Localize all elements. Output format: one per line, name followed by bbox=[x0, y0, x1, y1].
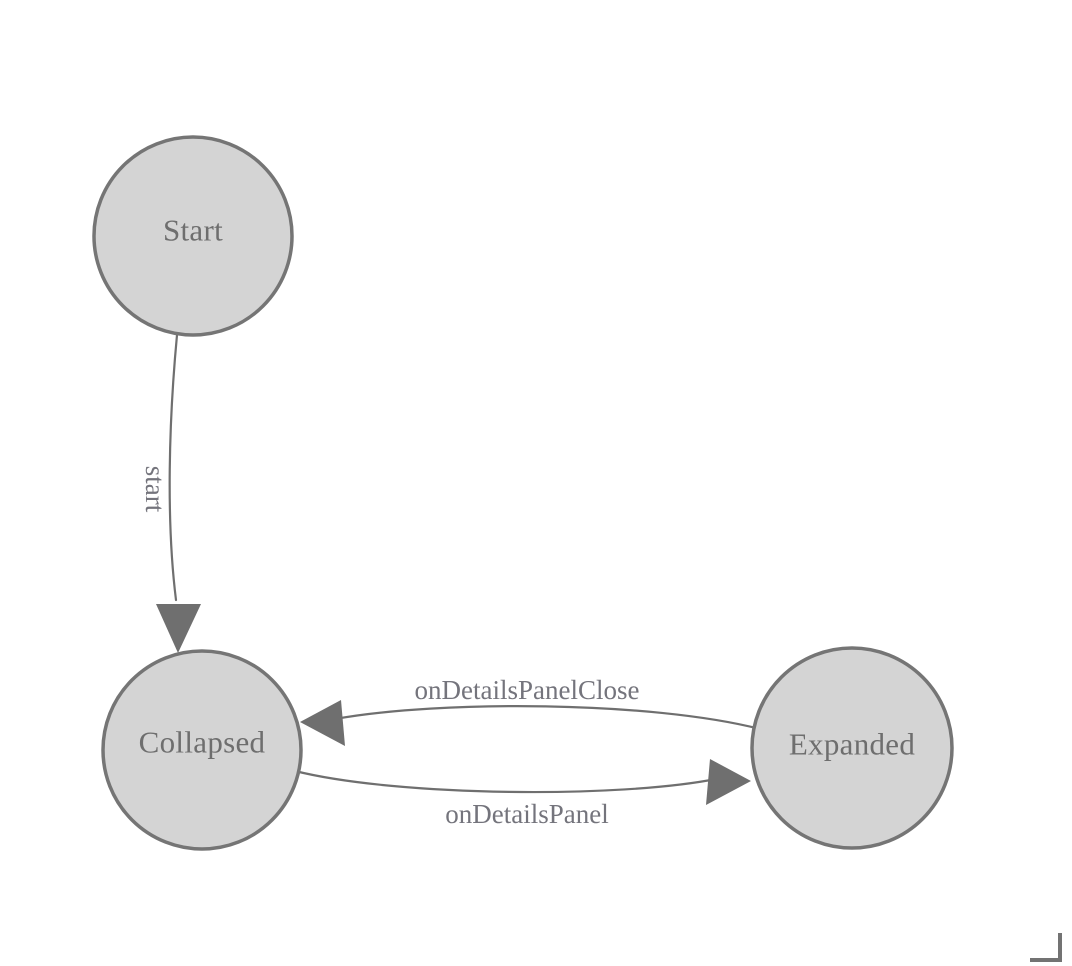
state-node-expanded-circle[interactable] bbox=[750, 646, 954, 850]
state-node-expanded[interactable]: Expanded bbox=[750, 646, 954, 850]
state-node-start[interactable]: Start bbox=[92, 135, 294, 337]
state-node-start-circle[interactable] bbox=[92, 135, 294, 337]
resize-corner-handle[interactable] bbox=[1030, 933, 1062, 962]
edge-collapsed-to-expanded-path bbox=[293, 769, 718, 794]
edge-expanded-to-collapsed-label: onDetailsPanelClose bbox=[415, 675, 640, 705]
edge-start-to-collapsed-label: start bbox=[140, 466, 170, 513]
edge-expanded-to-collapsed: onDetailsPanelClose bbox=[300, 675, 762, 746]
state-node-start-label: Start bbox=[163, 213, 223, 248]
state-node-collapsed-circle[interactable] bbox=[101, 649, 303, 851]
edge-start-to-collapsed-path bbox=[168, 333, 179, 602]
edge-start-to-collapsed: start bbox=[140, 333, 201, 653]
edge-expanded-to-collapsed-path bbox=[333, 705, 762, 731]
edge-expanded-to-collapsed-arrowhead bbox=[300, 700, 345, 746]
state-node-expanded-label: Expanded bbox=[789, 727, 916, 762]
edge-collapsed-to-expanded-label: onDetailsPanel bbox=[445, 799, 608, 829]
edge-collapsed-to-expanded-arrowhead bbox=[706, 759, 751, 805]
state-node-collapsed-label: Collapsed bbox=[139, 725, 266, 760]
edge-collapsed-to-expanded: onDetailsPanel bbox=[293, 759, 751, 829]
state-node-collapsed[interactable]: Collapsed bbox=[101, 649, 303, 851]
resize-corner-handle-lines[interactable] bbox=[1030, 933, 1062, 962]
edge-start-to-collapsed-arrowhead bbox=[156, 604, 201, 653]
